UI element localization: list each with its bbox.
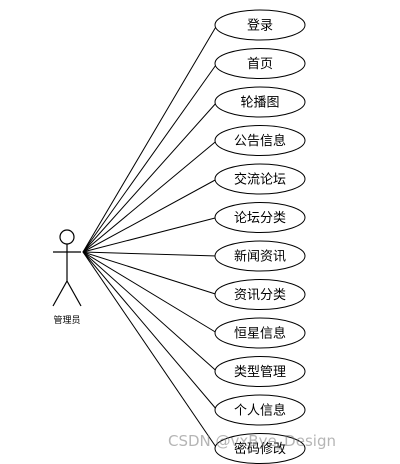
association-lines	[82, 24, 218, 449]
use-case-forum-category: 论坛分类	[214, 202, 306, 233]
use-case-label: 论坛分类	[234, 211, 286, 226]
use-case-ellipse	[214, 356, 306, 387]
association-line-star-info	[82, 251, 218, 334]
use-case-ellipse	[214, 240, 306, 272]
actor-right-leg	[66, 280, 82, 307]
use-case-login: 登录	[214, 9, 306, 41]
association-line-password-change	[82, 251, 218, 449]
association-line-type-management	[82, 251, 218, 372]
use-case-label: 首页	[247, 57, 273, 72]
use-case-label: 类型管理	[234, 365, 286, 380]
use-case-carousel: 轮播图	[214, 86, 306, 118]
use-case-label: 资讯分类	[234, 288, 286, 303]
association-line-forum-category	[82, 217, 218, 253]
use-case-label: 公告信息	[234, 133, 286, 149]
use-case-label: 恒星信息	[234, 326, 286, 342]
association-line-news	[82, 251, 218, 257]
use-case-label: 个人信息	[234, 403, 286, 419]
association-line-forum	[82, 178, 218, 253]
use-case-label: 新闻资讯	[234, 249, 286, 265]
use-case-ellipse	[214, 202, 306, 233]
use-case-ellipse	[214, 48, 306, 79]
use-case-label: 登录	[247, 19, 273, 34]
association-line-carousel	[82, 101, 218, 253]
use-case-ellipse	[214, 86, 306, 118]
actor	[52, 229, 82, 307]
association-line-news-category	[82, 251, 218, 295]
association-line-personal-info	[82, 251, 218, 411]
use-case-ellipse	[214, 394, 306, 426]
association-line-notice-info	[82, 140, 218, 253]
use-case-forum: 交流论坛	[214, 163, 306, 195]
association-line-home	[82, 63, 218, 253]
use-case-label: 轮播图	[240, 96, 279, 111]
use-case-notice-info: 公告信息	[214, 125, 306, 156]
actor-left-leg	[52, 280, 68, 307]
use-case-ellipse	[214, 279, 306, 310]
use-case-star-info: 恒星信息	[214, 317, 306, 349]
use-case-type-management: 类型管理	[214, 356, 306, 387]
use-case-ellipse	[214, 125, 306, 156]
actor-label: 管理员	[53, 314, 80, 326]
use-case-news-category: 资讯分类	[214, 279, 306, 310]
use-case-label: 交流论坛	[234, 172, 286, 188]
use-case-news: 新闻资讯	[214, 240, 306, 272]
actor-head	[59, 229, 75, 245]
use-case-ellipse	[214, 163, 306, 195]
association-line-login	[82, 24, 218, 253]
use-case-ellipse	[214, 317, 306, 349]
use-case-label: 密码修改	[234, 441, 286, 457]
use-cases: 登录首页轮播图公告信息交流论坛论坛分类新闻资讯资讯分类恒星信息类型管理个人信息密…	[214, 9, 306, 464]
watermark: CSDN @vxBye_Design	[168, 432, 336, 450]
use-case-home: 首页	[214, 48, 306, 79]
use-case-personal-info: 个人信息	[214, 394, 306, 426]
use-case-ellipse	[214, 9, 306, 41]
